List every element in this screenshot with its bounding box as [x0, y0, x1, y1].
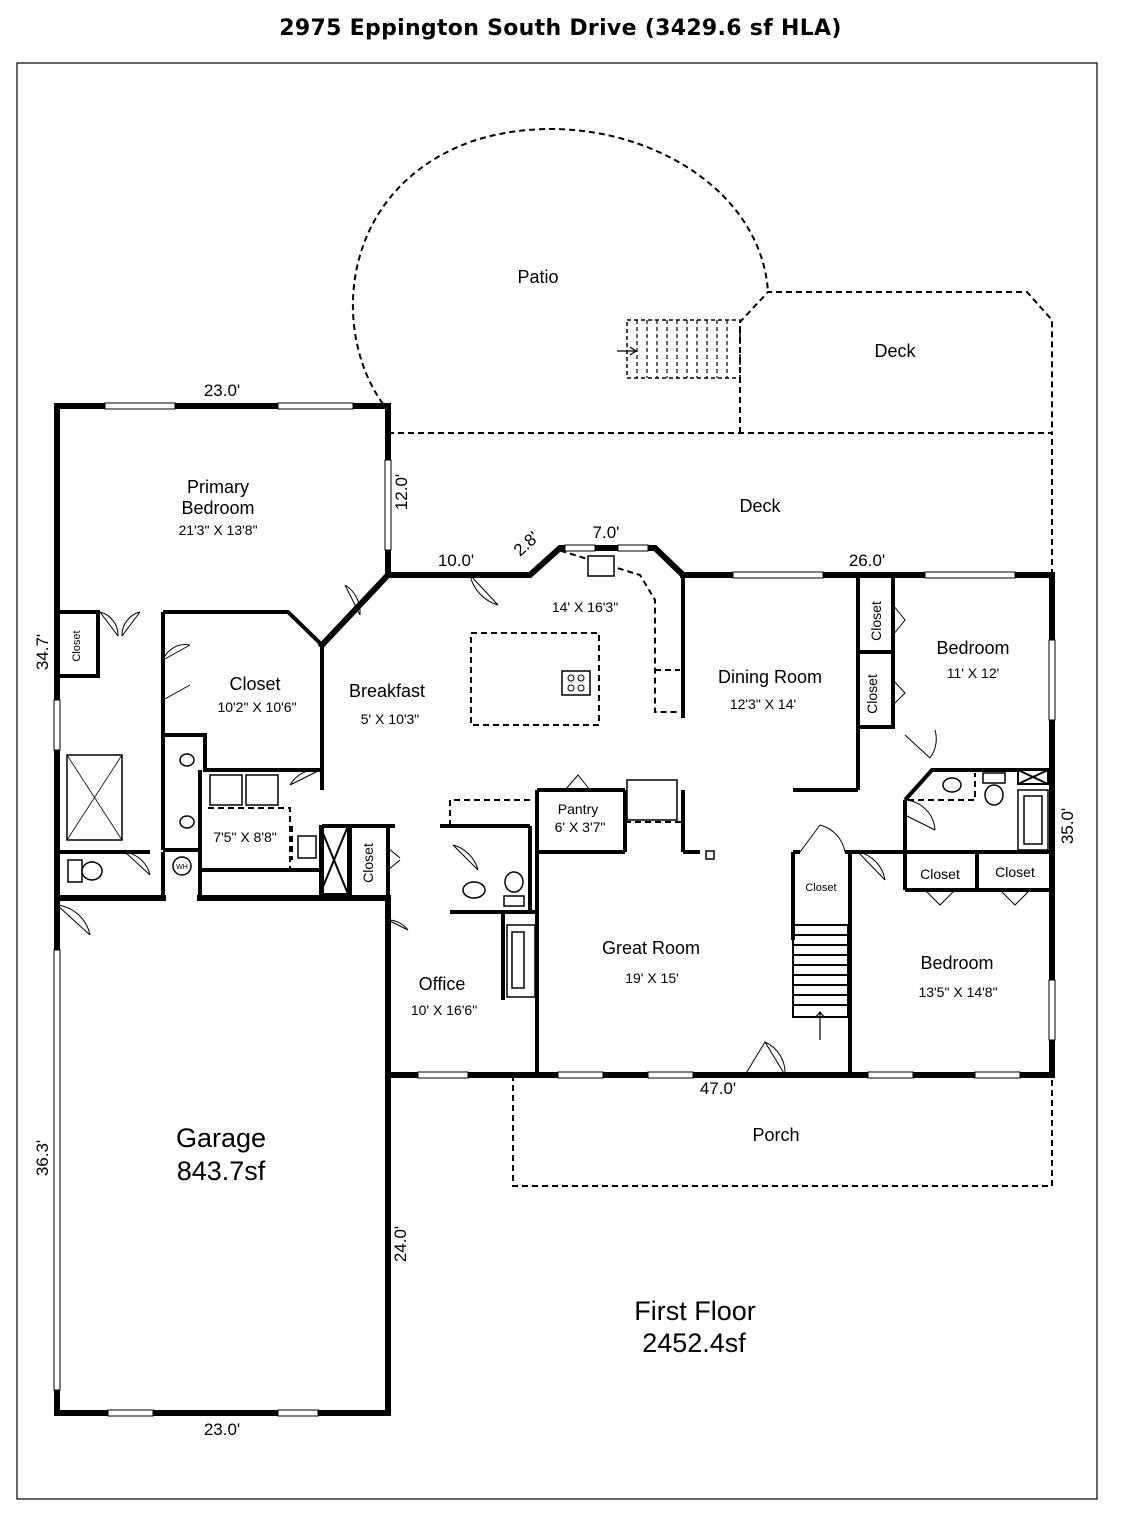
dining-room-size: 12'3" X 14': [730, 696, 796, 712]
doors: [56, 574, 1031, 1076]
garage-area: 843.7sf: [177, 1156, 266, 1186]
primary-bedroom-name-1: Primary: [187, 477, 249, 497]
hall-closet-label: Closet: [360, 843, 376, 883]
primary-closet-size: 10'2" X 10'6": [217, 699, 296, 715]
laundry-size: 7'5" X 8'8": [213, 829, 277, 845]
water-heater-label: WH: [176, 864, 188, 871]
patio-stairs: [617, 319, 741, 379]
upper-deck-label: Deck: [874, 341, 916, 361]
primary-closet-name: Closet: [229, 674, 280, 694]
dim-kitchen-wall-c: 7.0': [593, 523, 620, 542]
office-size: 10' X 16'6": [411, 1002, 477, 1018]
main-deck-label: Deck: [739, 496, 781, 516]
bedroom-2-size: 11' X 12': [947, 665, 1000, 681]
floor-area: 2452.4sf: [642, 1328, 746, 1358]
fixtures: [66, 555, 1049, 998]
patio-label: Patio: [517, 267, 558, 287]
bedroom-2-closet-a-label: Closet: [868, 601, 884, 641]
pantry-size: 6' X 3'7": [555, 819, 606, 835]
porch-label: Porch: [752, 1125, 799, 1145]
breakfast-size: 5' X 10'3": [361, 711, 420, 727]
main-deck-outline: [388, 432, 1053, 575]
great-room-size: 19' X 15': [625, 970, 679, 986]
pantry-name: Pantry: [558, 801, 598, 817]
windows: [53, 402, 1056, 1417]
dim-top-primary: 23.0': [204, 381, 240, 400]
bedroom-3-closet-b-label: Closet: [995, 864, 1035, 880]
dim-primary-side: 12.0': [392, 474, 411, 510]
primary-bedroom-size: 21'3" X 13'8": [178, 522, 257, 538]
bedroom-3-size: 13'5" X 14'8": [918, 984, 997, 1000]
kitchen-counters: [208, 548, 976, 870]
dim-garage-left: 36.3': [33, 1140, 52, 1176]
dim-garage-bottom: 23.0': [204, 1420, 240, 1439]
great-room-name: Great Room: [602, 938, 700, 958]
porch-outline: [512, 1075, 1053, 1187]
bedroom-3-name: Bedroom: [920, 953, 993, 973]
dim-front: 47.0': [700, 1079, 736, 1098]
kitchen-size: 14' X 16'3": [552, 599, 618, 615]
master-bath-closet-label: Closet: [71, 630, 83, 661]
patio-outline: [351, 128, 769, 405]
dining-room-name: Dining Room: [718, 667, 822, 687]
dim-right-top: 26.0': [849, 551, 885, 570]
office-name: Office: [419, 974, 466, 994]
primary-bedroom-name-2: Bedroom: [181, 498, 254, 518]
upper-deck-outline: [739, 291, 1053, 433]
exterior-walls: [54, 403, 1055, 1416]
dim-kitchen-wall-b: 2.8': [510, 528, 543, 560]
page-frame: [16, 62, 1098, 1500]
garage-name: Garage: [176, 1123, 266, 1153]
floor-name: First Floor: [634, 1296, 756, 1326]
interior-stairs: [792, 924, 849, 1040]
bedroom-2-name: Bedroom: [936, 638, 1009, 658]
bedroom-3-closet-a-label: Closet: [920, 866, 960, 882]
breakfast-name: Breakfast: [349, 681, 425, 701]
dim-kitchen-wall-a: 10.0': [438, 551, 474, 570]
dim-right-side: 35.0': [1058, 808, 1077, 844]
bedroom-2-closet-b-label: Closet: [864, 674, 880, 714]
dim-garage-right: 24.0': [391, 1226, 410, 1262]
stair-closet-label: Closet: [805, 882, 836, 894]
floorplan-title: 2975 Eppington South Drive (3429.6 sf HL…: [279, 16, 842, 41]
dim-left-side: 34.7': [33, 634, 52, 670]
